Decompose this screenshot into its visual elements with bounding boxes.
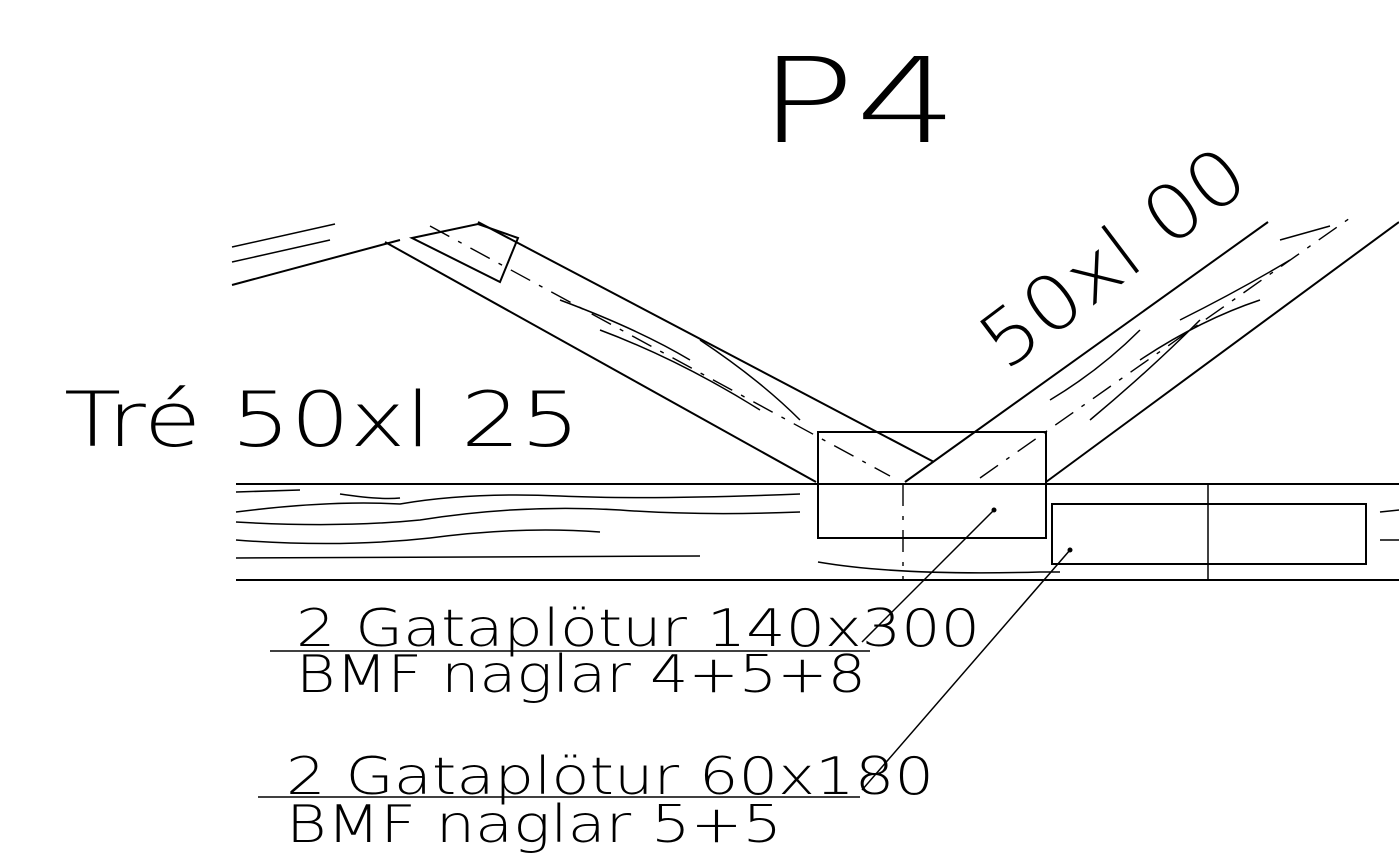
plate-large-spec: 2 Gataplötur 140x300 (296, 599, 980, 659)
left-diagonal-member (231, 221, 935, 483)
bottom-chord-member (235, 483, 1399, 581)
leader-line-plate-small (861, 549, 1071, 791)
nail-plate-large (817, 431, 1047, 539)
leader-line-plate-large (861, 509, 995, 643)
chord-member-label: Tré 50xl 25 (64, 375, 580, 464)
nail-plate-small (1051, 503, 1367, 565)
node-label: P4 (758, 32, 958, 170)
plate-large-nails: BMF naglar 4+5+8 (296, 645, 866, 705)
right-diagonal-member (904, 217, 1399, 483)
plate-small-nails: BMF naglar 5+5 (286, 795, 782, 855)
